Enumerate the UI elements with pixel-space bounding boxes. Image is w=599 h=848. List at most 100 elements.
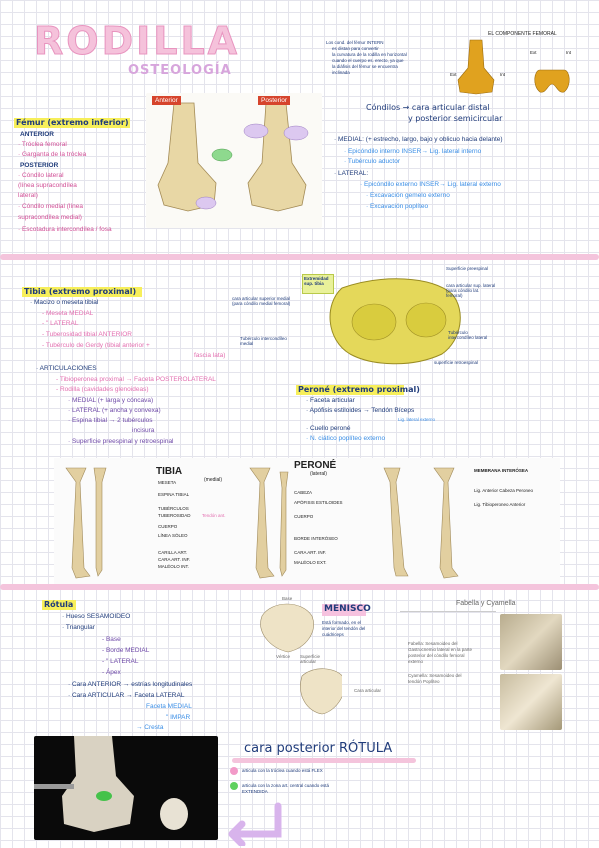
femoral-component-image: EL COMPONENTE FEMORAL Ext Int Ext Int — [448, 30, 588, 100]
condilos-title-2: y posterior semicircular — [408, 114, 503, 123]
label-ext: Ext — [450, 72, 457, 77]
tibia-line: · ARTICULACIONES — [36, 365, 97, 372]
menisco-text: interior del tendón del — [322, 626, 366, 631]
rotula-heading-highlight — [42, 600, 76, 610]
menisco-text: cuádriceps — [322, 632, 344, 637]
plateau-left-label: cara articular superior medial (para cón… — [232, 296, 291, 307]
top-note-line: la diáfisis del fémur se encuentra — [332, 64, 398, 69]
perone-heading-highlight — [296, 385, 404, 395]
femur-anterior-item: · Garganta de la tróclea — [18, 151, 87, 158]
fabella-line: externo — [408, 659, 424, 664]
condilos-medial-b: · Tubérculo aductor — [344, 158, 401, 165]
tibia-figure-label: CARA ART. INF. — [158, 557, 191, 562]
rotula-line: - Borde MEDIAL — [102, 647, 150, 654]
condilos-lateral-b: · Excavación gemelo externo — [366, 192, 450, 199]
cara-posterior-line: EXTENDIDA — [242, 789, 268, 794]
tibial-plateau-image: Extremidad sup. tibia — [302, 270, 492, 370]
rotula-line: · Cara ANTERIOR → estrías longitudinales — [68, 681, 193, 688]
tibia-figure-label: MALÉOLO INT. — [158, 564, 190, 569]
perone-line: · Cuello peroné — [306, 425, 351, 432]
perone-line: · Apófisis estiloides → Tendón Bíceps — [306, 407, 415, 414]
menisco-heading-highlight — [322, 604, 366, 616]
femur-posterior-item: · Escotadura intercondílea / fosa — [18, 226, 112, 233]
tibia-figure-label: CUERPO — [158, 524, 178, 529]
tibia-figure-label: TUBEROSIDAD — [158, 513, 191, 518]
plateau-tag — [302, 274, 334, 294]
patella-label: Base — [282, 596, 293, 601]
condilos-lateral-a: · Epicóndilo externo INSER→ Lig. lateral… — [360, 181, 501, 188]
rotula-line: - " LATERAL — [102, 658, 139, 665]
leg-bones-figure: TIBIA (medial) MESETA ESPINA TIBIAL TUBÉ… — [54, 458, 560, 584]
rotula-line: · Triangular — [62, 624, 95, 631]
perone-figure-label: CUERPO — [294, 514, 314, 519]
leg-bones-drawing — [65, 467, 459, 579]
fabella-line: Cyamella: Sesamoideo del — [408, 673, 462, 678]
femur-posterior-item: supracondílea medial) — [18, 214, 82, 221]
cara-posterior-underline — [232, 758, 416, 763]
fabella-photo-1 — [500, 614, 562, 670]
femur-bones-drawing — [157, 102, 309, 212]
condilos-lateral-c: · Excavación poplíteo — [366, 203, 429, 210]
condilos-title: Cóndilos → cara articular distal — [366, 103, 490, 112]
tibia-heading: Tibia (extremo proximal) — [24, 287, 137, 296]
rotula-line: Faceta MEDIAL — [146, 703, 192, 710]
knee-rendering-drawing — [34, 736, 188, 832]
tibia-line: - Tuberosidad tibial ANTERIOR — [42, 331, 132, 338]
patella-label: Cara articular — [354, 688, 382, 693]
rotula-line: - Ápex — [102, 669, 121, 676]
perone-figure-title: PERONÉ — [294, 460, 337, 471]
plateau-tag-label: Extremidad sup. tibia — [304, 276, 329, 287]
label-int: Int — [500, 72, 506, 77]
pink-dot-icon — [230, 767, 238, 775]
tibia-line: · Espina tibial → 2 tubérculos — [68, 417, 153, 424]
condilos-medial: · MEDIAL: (+ estrecho, largo, bajo y obl… — [334, 136, 503, 143]
cara-posterior-line: articula con la tróclea cuando está FLEX — [242, 768, 323, 773]
rotula-line: → Cresta — [136, 724, 164, 731]
tibia-figure-note: Tendón ant. — [202, 513, 226, 518]
section-divider — [0, 254, 599, 260]
rotula-line: · Hueso SESAMOIDEO — [62, 613, 131, 620]
perone-line: · N. ciático poplíteo externo — [306, 435, 386, 442]
fabella-line: tendón Poplíteo — [408, 679, 440, 684]
tibia-line: fascia lata) — [194, 352, 226, 359]
plateau-left-label: Tubérculo intercondíleo medial — [240, 336, 287, 347]
tibia-line: incisura — [132, 427, 155, 434]
tibial-plateau-drawing — [329, 278, 461, 365]
femur-heading: Fémur (extremo inferior) — [16, 118, 129, 127]
membrane-figure-label: MEMBRANA INTERÓSEA — [474, 468, 529, 473]
menisco-heading: MENISCO — [324, 604, 371, 614]
condilos-medial-a: · Epicóndilo interno INSER→ Lig. lateral… — [344, 148, 482, 155]
page-subtitle: OSTEOLOGÍA — [128, 63, 232, 78]
femur-anterior-label: Anterior — [152, 96, 181, 106]
rotula-line: " IMPAR — [166, 714, 191, 721]
cara-posterior-title: cara posterior RÓTULA — [244, 741, 393, 756]
purple-arrow-icon — [228, 802, 282, 846]
condilos-lateral: · LATERAL: — [334, 170, 369, 177]
tibia-line: - Meseta MEDIAL — [42, 310, 94, 317]
femoral-component-title: EL COMPONENTE FEMORAL — [488, 31, 557, 37]
tibia-line: · MEDIAL (+ larga y cóncava) — [68, 397, 154, 404]
tibia-figure-title: TIBIA — [156, 466, 183, 477]
tibia-line: - Tubérculo de Gerdy (tibial anterior + — [42, 342, 150, 349]
plateau-right-label: Tubérculo intercondíleo lateral — [448, 330, 488, 341]
patella-label: Vértice — [276, 654, 291, 659]
femur-anterior-item: · Tróclea femoral — [18, 141, 67, 148]
fabella-line: posterior del cóndilo femoral — [408, 653, 465, 658]
top-note-line: Los cond. del fémur INTERN — [326, 40, 384, 45]
tibia-figure-sub: (medial) — [204, 477, 223, 483]
perone-figure-sub: (lateral) — [310, 471, 327, 477]
rotula-line: · Cara ARTICULAR → Faceta LATERAL — [68, 692, 185, 699]
label-ext2: Ext — [530, 50, 537, 55]
membrane-figure-label: Lig. Tibioperoneo Anterior — [474, 502, 526, 507]
patella-drawing — [260, 603, 342, 715]
femur-posterior-item: · Cóndilo medial (línea — [18, 203, 84, 210]
knee-rendering-image — [34, 736, 218, 840]
perone-figure-label: BORDE INTERÓSEO — [294, 536, 338, 541]
label-int2: Int — [566, 50, 572, 55]
fabella-title: Fabella y Cyamella — [456, 600, 516, 607]
tibia-line: · Macizo o meseta tibial — [30, 299, 99, 306]
rotula-heading: Rótula — [44, 600, 74, 609]
cara-posterior-line: articula con la zona art. central cuando… — [242, 783, 330, 788]
femur-posterior-label: Posterior — [258, 96, 291, 106]
tibia-heading-highlight — [22, 287, 142, 297]
